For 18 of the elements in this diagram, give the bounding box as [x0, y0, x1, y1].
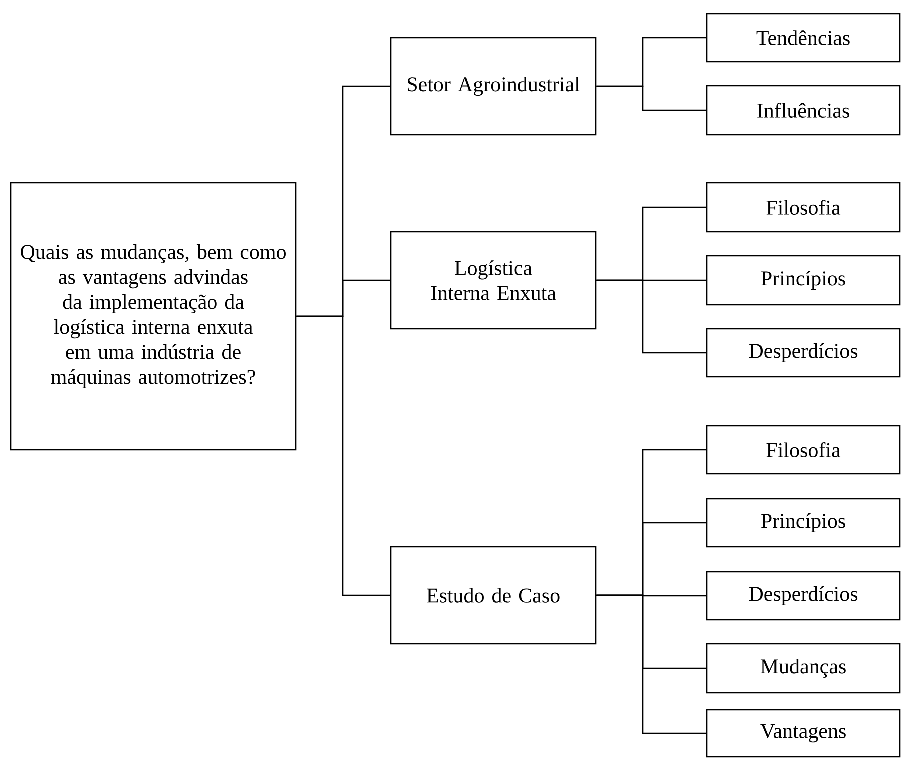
subtopic-box: Filosofia	[706, 425, 901, 475]
subtopic-box: Influências	[706, 85, 901, 136]
question-box: Quais as mudanças, bem como as vantagens advindas da implementação da logística interna enxuta em uma indústria de máquinas automotrizes?	[10, 182, 297, 451]
subtopic-box: Tendências	[706, 13, 901, 63]
topic-box: Estudo de Caso	[390, 546, 597, 645]
topic-box: Setor Agroindustrial	[390, 37, 597, 136]
connector-line	[596, 594, 706, 734]
subtopic-box: Filosofia	[706, 182, 901, 233]
topic-box: Logística Interna Enxuta	[390, 231, 597, 330]
connector-line	[596, 86, 706, 112]
connector-line	[596, 280, 706, 354]
subtopic-box: Princípios	[706, 255, 901, 306]
subtopic-box: Vantagens	[706, 709, 901, 758]
connector-line	[296, 316, 390, 596]
subtopic-box: Desperdícios	[706, 328, 901, 378]
subtopic-box: Mudanças	[706, 643, 901, 694]
subtopic-box: Princípios	[706, 498, 901, 548]
subtopic-box: Desperdícios	[706, 571, 901, 621]
